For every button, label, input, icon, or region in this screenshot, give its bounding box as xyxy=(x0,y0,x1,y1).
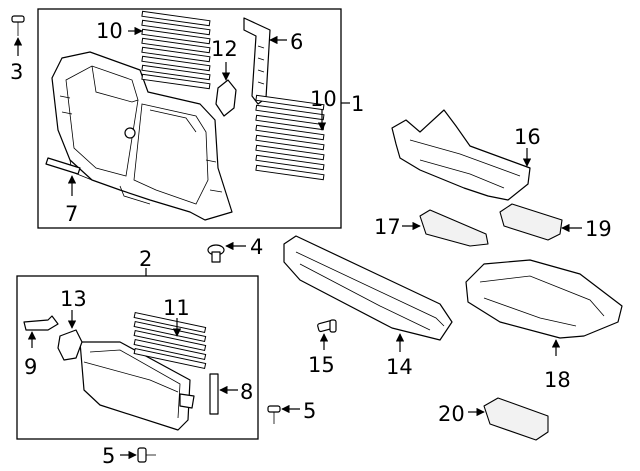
callout-11: 11 xyxy=(163,296,190,320)
callout-19: 19 xyxy=(585,217,612,241)
part-3-screw xyxy=(11,15,25,36)
part-5-screw-right xyxy=(267,405,281,424)
callout-2: 2 xyxy=(139,247,152,271)
callout-3: 3 xyxy=(10,60,23,84)
shutter-louvers-right xyxy=(255,94,325,181)
callout-13: 13 xyxy=(60,287,87,311)
callout-4: 4 xyxy=(250,235,263,259)
part-18-shield xyxy=(465,259,623,339)
callout-7: 7 xyxy=(65,202,78,226)
callout-9: 9 xyxy=(24,355,37,379)
callout-15: 15 xyxy=(308,353,335,377)
assembly-1-box xyxy=(37,8,342,229)
callout-5a: 5 xyxy=(102,444,115,468)
assembly-2-box xyxy=(16,275,259,440)
part-8-bracket xyxy=(209,373,219,415)
part-9-clip xyxy=(23,315,59,331)
callout-10b: 10 xyxy=(310,87,337,111)
callout-5b: 5 xyxy=(303,399,316,423)
part-4-pin xyxy=(207,244,225,263)
part-15-fastener xyxy=(317,319,337,333)
shutter-louvers-lower xyxy=(133,311,207,370)
shutter-louvers-top xyxy=(141,10,211,90)
callout-12: 12 xyxy=(211,37,238,61)
callout-8: 8 xyxy=(240,380,253,404)
radiator-support-frame xyxy=(51,51,233,221)
part-6-bracket xyxy=(243,17,271,105)
part-13-actuator xyxy=(57,329,83,361)
part-16-crossmember xyxy=(391,109,531,201)
part-7-seal xyxy=(45,157,81,175)
air-deflector-housing xyxy=(79,341,195,431)
part-19-deflector xyxy=(499,203,563,241)
callout-18: 18 xyxy=(544,368,571,392)
part-12-bracket xyxy=(215,79,237,117)
callout-17: 17 xyxy=(374,215,401,239)
part-17-deflector xyxy=(419,209,489,247)
part-20-deflector xyxy=(483,397,549,441)
part-14-panel xyxy=(283,235,453,341)
callout-20: 20 xyxy=(438,402,465,426)
part-5-screw-bottom xyxy=(137,447,156,463)
callout-14: 14 xyxy=(386,355,413,379)
callout-16: 16 xyxy=(514,125,541,149)
callout-10a: 10 xyxy=(96,19,123,43)
callout-1: 1 xyxy=(351,92,364,116)
callout-6: 6 xyxy=(290,30,303,54)
